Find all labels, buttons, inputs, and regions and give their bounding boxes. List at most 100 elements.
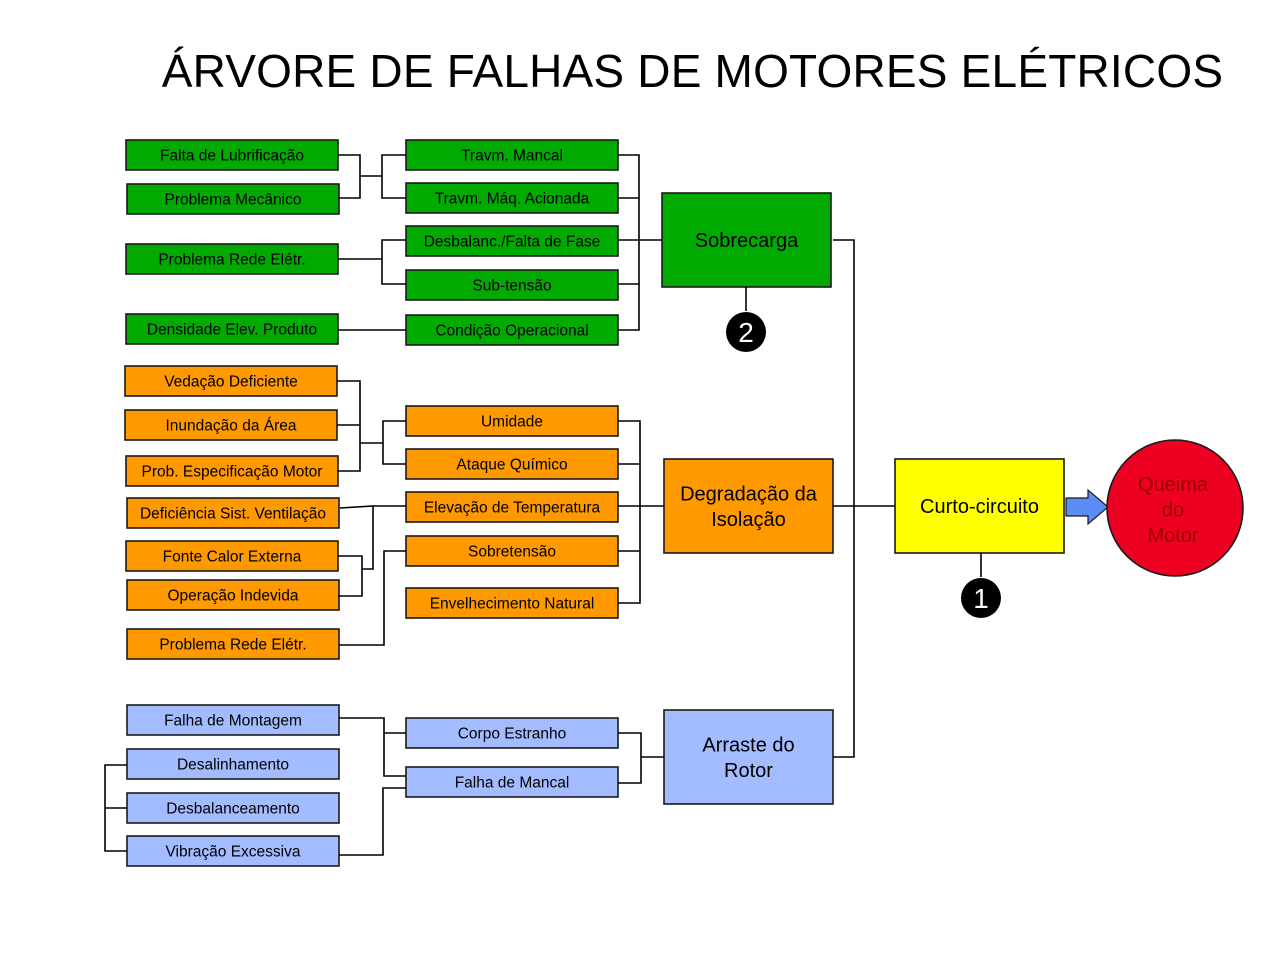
category-degradacao-isolacao-rect [663,458,834,554]
cause-fonte-calor-externa: Fonte Calor Externa [125,540,339,572]
cause-operacao-indevida-label: Operação Indevida [168,588,299,605]
cause-deficiencia-sist-ventilacao: Deficiência Sist. Ventilação [126,497,340,529]
cause-travm-maq-acionada-rect [405,182,619,214]
cause-problema-mecanico-rect [126,183,340,215]
top-event-circle [1106,439,1244,577]
category-arraste-rotor-label: Arraste do [702,734,794,756]
cause-vedacao-deficiente-label: Vedação Deficiente [164,374,298,391]
cause-desbalanc-falta-fase-label: Desbalanc./Falta de Fase [424,234,601,251]
cause-elevacao-temperatura-label: Elevação de Temperatura [424,500,601,517]
cause-falha-mancal: Falha de Mancal [405,766,619,798]
cause-corpo-estranho: Corpo Estranho [405,717,619,749]
cause-falha-mancal-rect [405,766,619,798]
connector-line [338,154,361,199]
cause-travm-maq-acionada: Travm. Máq. Acionada [405,182,619,214]
cause-desalinhamento: Desalinhamento [126,748,340,780]
cause-desbalanceamento: Desbalanceamento [126,792,340,824]
connector-line [339,505,374,570]
cause-elevacao-temperatura-rect [405,491,619,523]
top-event-label: Motor [1147,525,1198,547]
cause-densidade-elev-produto-rect [125,313,339,345]
connector-line [382,420,406,465]
cause-prob-especificacao-motor-rect [125,455,339,487]
marker-2-label: 2 [738,317,754,348]
cause-corpo-estranho-label: Corpo Estranho [458,726,567,743]
cause-vedacao-deficiente-rect [124,365,338,397]
connector-line [381,239,406,285]
cause-sub-tensao-label: Sub-tensão [472,278,551,295]
cause-problema-mecanico-label: Problema Mecânico [165,192,302,209]
category-arraste-rotor: Arraste do Rotor [663,709,834,805]
category-degradacao-isolacao-label: Isolação [711,509,786,531]
connector-line [833,239,855,758]
event-curto-circuito: Curto-circuito [894,458,1065,554]
cause-desalinhamento-rect [126,748,340,780]
cause-sub-tensao: Sub-tensão [405,269,619,301]
cause-problema-rede-eletr-2-label: Problema Rede Elétr. [159,637,306,654]
cause-vedacao-deficiente: Vedação Deficiente [124,365,338,397]
cause-condicao-operacional-label: Condição Operacional [435,323,588,340]
category-sobrecarga: Sobrecarga [661,192,832,288]
category-sobrecarga-label: Sobrecarga [695,230,799,252]
cause-desbalanceamento-label: Desbalanceamento [166,801,300,818]
cause-envelhecimento-natural-label: Envelhecimento Natural [430,596,595,613]
connector-line [339,550,406,646]
cause-vibracao-excessiva: Vibração Excessiva [126,835,340,867]
cause-ataque-quimico-rect [405,448,619,480]
cause-sobretensao-rect [405,535,619,567]
cause-travm-mancal-label: Travm. Mancal [461,148,563,165]
cause-operacao-indevida: Operação Indevida [126,579,340,611]
event-curto-circuito-rect [894,458,1065,554]
connector-line [618,732,642,784]
cause-falha-montagem-rect [126,704,340,736]
top-event-label: do [1162,500,1184,522]
cause-sobretensao-label: Sobretensão [468,544,556,561]
cause-vibracao-excessiva-label: Vibração Excessiva [166,844,301,861]
cause-envelhecimento-natural: Envelhecimento Natural [405,587,619,619]
connector-line [618,420,641,604]
cause-fonte-calor-externa-label: Fonte Calor Externa [163,549,302,566]
cause-problema-rede-eletr-2-rect [126,628,340,660]
category-arraste-rotor-rect [663,709,834,805]
cause-ataque-quimico-label: Ataque Químico [456,457,567,474]
marker-1 [961,578,1001,618]
cause-sub-tensao-rect [405,269,619,301]
cause-problema-rede-eletr-1-rect [125,243,339,275]
cause-umidade: Umidade [405,405,619,437]
cause-umidade-label: Umidade [481,414,543,431]
cause-prob-especificacao-motor: Prob. Especificação Motor [125,455,339,487]
cause-travm-mancal: Travm. Mancal [405,139,619,171]
cause-falha-mancal-label: Falha de Mancal [455,775,570,792]
cause-desbalanc-falta-fase-rect [405,225,619,257]
connector-line [339,787,406,856]
connector-line [338,555,363,597]
cause-operacao-indevida-rect [126,579,340,611]
cause-densidade-elev-produto: Densidade Elev. Produto [125,313,339,345]
cause-envelhecimento-natural-rect [405,587,619,619]
top-event-label: Queima [1138,474,1209,496]
cause-sobretensao: Sobretensão [405,535,619,567]
cause-travm-mancal-rect [405,139,619,171]
page-title: ÁRVORE DE FALHAS DE MOTORES ELÉTRICOS [161,45,1224,97]
cause-falta-lubrificacao: Falta de Lubrificação [125,139,339,171]
cause-desbalanc-falta-fase: Desbalanc./Falta de Fase [405,225,619,257]
cause-ataque-quimico: Ataque Químico [405,448,619,480]
cause-deficiencia-sist-ventilacao-label: Deficiência Sist. Ventilação [140,506,326,523]
cause-falta-lubrificacao-rect [125,139,339,171]
cause-densidade-elev-produto-label: Densidade Elev. Produto [147,322,317,339]
cause-desalinhamento-label: Desalinhamento [177,757,289,774]
cause-prob-especificacao-motor-label: Prob. Especificação Motor [142,464,323,481]
connector-line [337,380,361,472]
category-degradacao-isolacao: Degradação da Isolação [663,458,834,554]
cause-problema-mecanico: Problema Mecânico [126,183,340,215]
cause-inundacao-area-rect [124,409,338,441]
cause-fonte-calor-externa-rect [125,540,339,572]
cause-falha-montagem-label: Falha de Montagem [164,713,302,730]
category-arraste-rotor-label: Rotor [724,760,773,782]
category-degradacao-isolacao-label: Degradação da [680,483,818,505]
cause-inundacao-area-label: Inundação da Área [166,418,297,435]
cause-desbalanceamento-rect [126,792,340,824]
cause-vibracao-excessiva-rect [126,835,340,867]
cause-condicao-operacional: Condição Operacional [405,314,619,346]
cause-travm-maq-acionada-label: Travm. Máq. Acionada [435,191,590,208]
